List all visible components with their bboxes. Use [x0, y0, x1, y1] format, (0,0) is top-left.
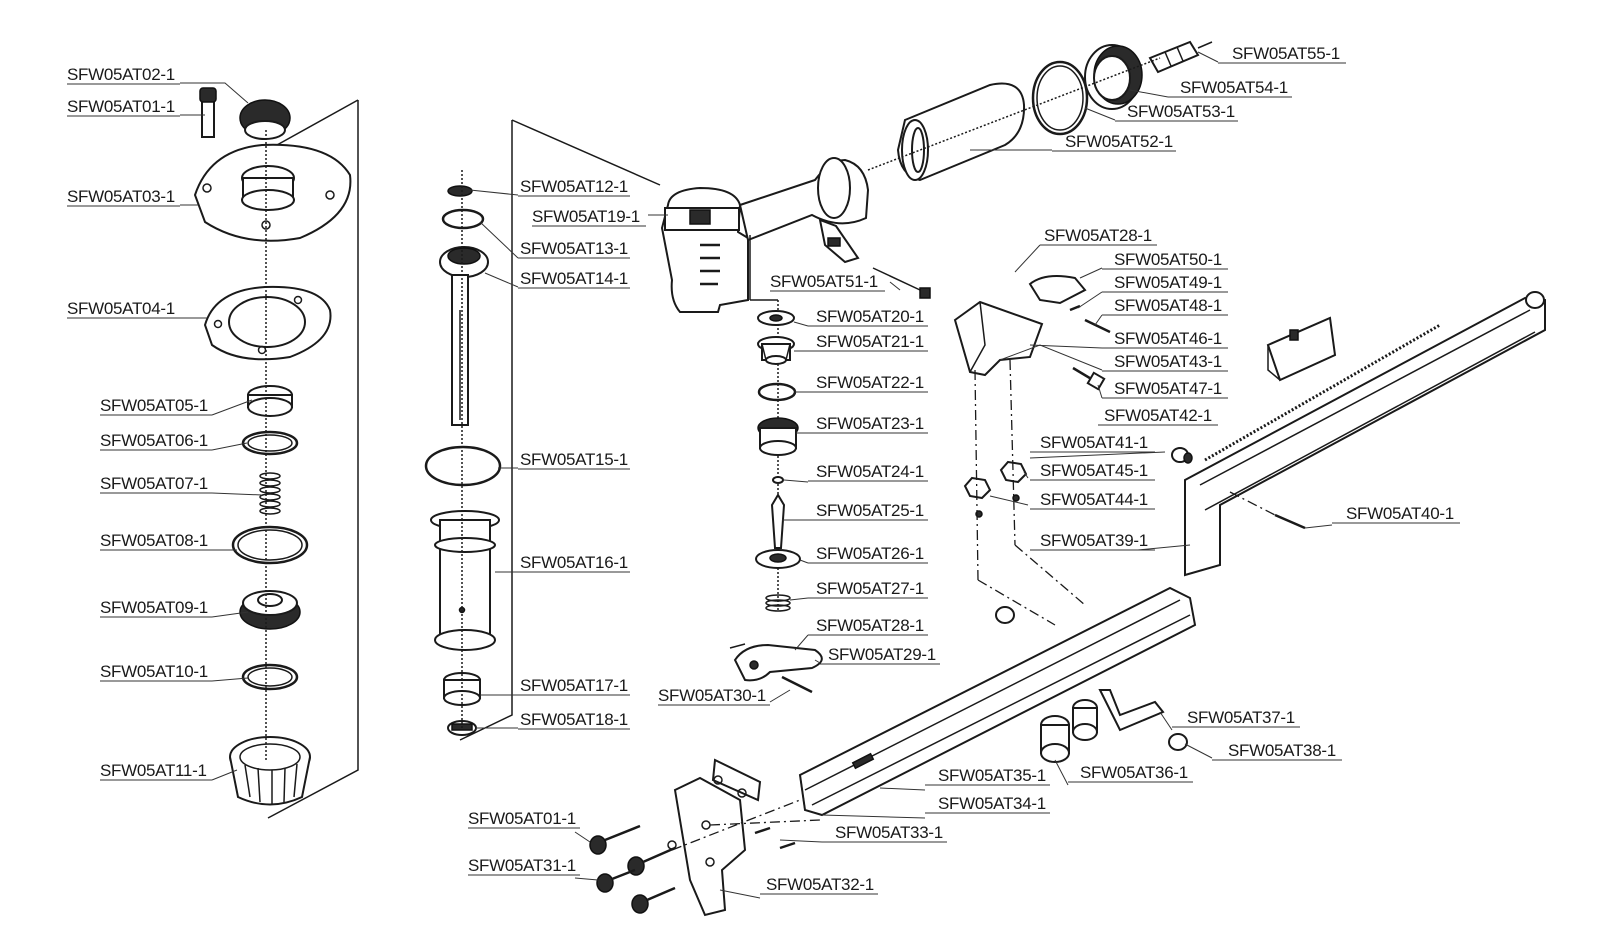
label-p31: SFW05AT31-1	[468, 856, 576, 875]
spring-07-part	[259, 472, 281, 515]
cylinder-cap-group	[193, 87, 352, 806]
label-p43: SFW05AT43-1	[1114, 352, 1222, 371]
label-p30: SFW05AT30-1	[658, 686, 766, 705]
label-p48: SFW05AT48-1	[1114, 296, 1222, 315]
label-p33: SFW05AT33-1	[835, 823, 943, 842]
label-p13: SFW05AT13-1	[520, 239, 628, 258]
nose-plate-part	[673, 776, 747, 917]
label-p54: SFW05AT54-1	[1180, 78, 1288, 97]
label-p12: SFW05AT12-1	[520, 177, 628, 196]
label-p10: SFW05AT10-1	[100, 662, 208, 681]
label-p24: SFW05AT24-1	[816, 462, 924, 481]
trigger-valve-group	[729, 310, 823, 694]
label-p41: SFW05AT41-1	[1040, 433, 1148, 452]
label-p25: SFW05AT25-1	[816, 501, 924, 520]
spring-rail-part	[1204, 323, 1441, 462]
label-p08: SFW05AT08-1	[100, 531, 208, 550]
label-p22: SFW05AT22-1	[816, 373, 924, 392]
gun-body-group	[660, 40, 1213, 610]
label-p38: SFW05AT38-1	[1228, 741, 1336, 760]
label-p03: SFW05AT03-1	[67, 187, 175, 206]
label-p51: SFW05AT51-1	[770, 272, 878, 291]
label-p11: SFW05AT11-1	[100, 761, 207, 780]
label-p07: SFW05AT07-1	[100, 474, 208, 493]
label-p18: SFW05AT18-1	[520, 710, 628, 729]
label-p04: SFW05AT04-1	[67, 299, 175, 318]
safety-hook-group	[872, 267, 1337, 626]
label-p53: SFW05AT53-1	[1127, 102, 1235, 121]
o-ring-08-part	[231, 525, 309, 565]
o-ring-06-part	[241, 430, 299, 456]
label-p15: SFW05AT15-1	[520, 450, 628, 469]
label-p50: SFW05AT50-1	[1114, 250, 1222, 269]
magazine-body-group	[589, 586, 1197, 917]
label-p02: SFW05AT02-1	[67, 65, 175, 84]
handle-grip-part	[896, 82, 1026, 182]
pusher-rail-part	[1184, 296, 1546, 577]
label-p28a: SFW05AT28-1	[1044, 226, 1152, 245]
label-p19: SFW05AT19-1	[532, 207, 640, 226]
part-labels: SFW05AT02-1 SFW05AT01-1 SFW05AT03-1 SFW0…	[67, 44, 1454, 894]
label-p28b: SFW05AT28-1	[816, 616, 924, 635]
label-p46: SFW05AT46-1	[1114, 329, 1222, 348]
clip-part	[1266, 316, 1337, 382]
label-p44: SFW05AT44-1	[1040, 490, 1148, 509]
driver-piston-group	[424, 170, 502, 736]
gun-housing-part	[660, 186, 749, 313]
label-p32: SFW05AT32-1	[766, 875, 874, 894]
label-p21: SFW05AT21-1	[816, 332, 924, 351]
latch-bracket-part	[953, 300, 1044, 377]
assembly-bracket-lines	[267, 99, 661, 819]
label-p06: SFW05AT06-1	[100, 431, 208, 450]
label-p09: SFW05AT09-1	[100, 598, 208, 617]
label-p37: SFW05AT37-1	[1187, 708, 1295, 727]
label-p49: SFW05AT49-1	[1114, 273, 1222, 292]
label-p01b: SFW05AT01-1	[468, 809, 576, 828]
label-p29: SFW05AT29-1	[828, 645, 936, 664]
label-p01a: SFW05AT01-1	[67, 97, 175, 116]
label-p14: SFW05AT14-1	[520, 269, 628, 288]
trigger-part	[733, 643, 823, 682]
label-p39: SFW05AT39-1	[1040, 531, 1148, 550]
label-p20: SFW05AT20-1	[816, 307, 924, 326]
label-p05: SFW05AT05-1	[100, 396, 208, 415]
nose-screws	[589, 824, 676, 914]
o-ring-53-part	[1031, 60, 1089, 136]
nut-part	[963, 476, 992, 500]
o-ring-10-part	[241, 663, 299, 691]
label-p35: SFW05AT35-1	[938, 766, 1046, 785]
label-p23: SFW05AT23-1	[816, 414, 924, 433]
magazine-rail-group	[1184, 291, 1546, 577]
label-p45: SFW05AT45-1	[1040, 461, 1148, 480]
label-p36: SFW05AT36-1	[1080, 763, 1188, 782]
label-p55: SFW05AT55-1	[1232, 44, 1340, 63]
label-p52: SFW05AT52-1	[1065, 132, 1173, 151]
label-p42: SFW05AT42-1	[1104, 406, 1212, 425]
label-p16: SFW05AT16-1	[520, 553, 628, 572]
label-p26: SFW05AT26-1	[816, 544, 924, 563]
label-p17: SFW05AT17-1	[520, 676, 628, 695]
label-underlines	[67, 62, 1460, 895]
label-p34: SFW05AT34-1	[938, 794, 1046, 813]
label-p27: SFW05AT27-1	[816, 579, 924, 598]
air-fitting-part	[1148, 40, 1200, 74]
latch-part	[1028, 275, 1087, 305]
label-p47: SFW05AT47-1	[1114, 379, 1222, 398]
label-p40: SFW05AT40-1	[1346, 504, 1454, 523]
leader-lines	[180, 51, 1333, 899]
